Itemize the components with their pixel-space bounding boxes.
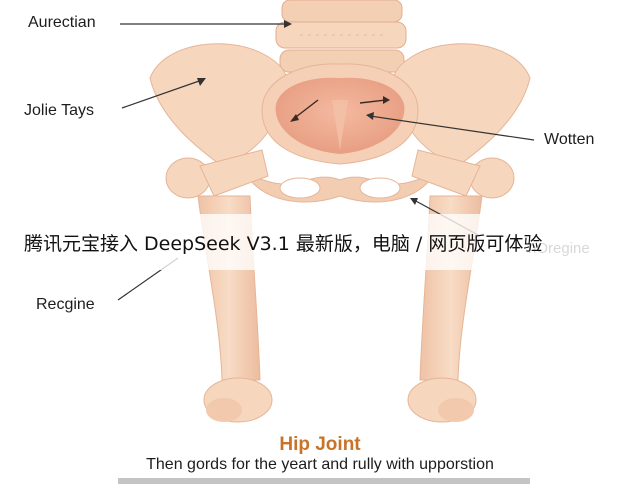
pelvis	[149, 43, 531, 203]
caption-cropped-line	[118, 478, 530, 484]
overlay-banner	[0, 214, 640, 270]
diagram-caption: Then gords for the yeart and rully with …	[146, 456, 494, 473]
femur-left	[165, 149, 273, 423]
banner-text: 腾讯元宝接入 DeepSeek V3.1 最新版，电脑 / 网页版可体验	[24, 233, 543, 255]
label-wotten: Wotten	[544, 131, 595, 148]
label-recgine: Recgine	[36, 296, 95, 313]
label-jolie-tays: Jolie Tays	[24, 102, 94, 119]
label-aurectian: Aurectian	[28, 14, 96, 31]
watermark-text: nOregine	[528, 240, 590, 257]
vertebrae	[275, 0, 407, 73]
femur-right	[407, 149, 515, 423]
diagram-title: Hip Joint	[279, 434, 361, 455]
